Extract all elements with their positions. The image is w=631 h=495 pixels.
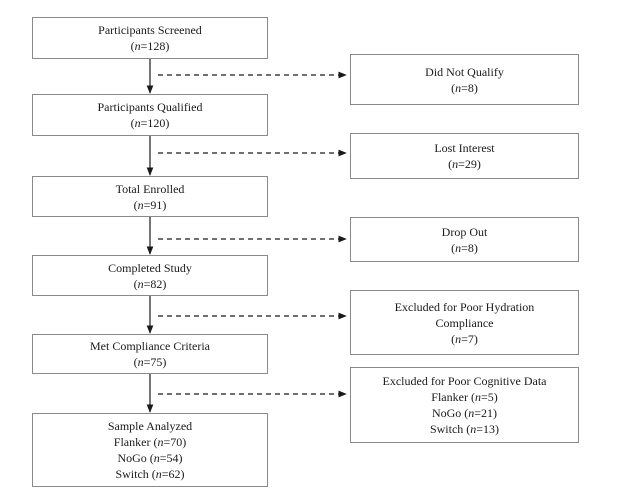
box-title-line2: Compliance [435,315,494,330]
box-title-line1: Excluded for Poor Hydration [394,299,535,314]
box-count: (n=8) [451,240,478,255]
box-title: Lost Interest [434,141,495,155]
box-title: Participants Screened [98,23,202,37]
box-lost-interest: Lost Interest (n=29) [350,133,579,179]
box-count: (n=120) [130,116,170,130]
box-title: Completed Study [108,260,192,275]
box-total-enrolled: Total Enrolled (n=91) [32,176,268,217]
box-participants-qualified: Participants Qualified (n=120) [32,94,268,136]
box-drop-out: Drop Out (n=8) [350,217,579,262]
count-nogo: NoGo (n=54) [117,451,183,465]
box-title: Excluded for Poor Cognitive Data [382,374,547,388]
box-title: Drop Out [441,224,488,239]
box-count: (n=75) [133,355,167,369]
box-met-compliance: Met Compliance Criteria (n=75) [32,334,268,374]
count-flanker: Flanker (n=70) [113,435,187,449]
box-count: (n=91) [133,197,167,212]
box-count: (n=128) [130,39,170,53]
box-count: (n=29) [448,157,481,171]
box-title: Met Compliance Criteria [90,339,210,353]
box-excluded-cognitive: Excluded for Poor Cognitive Data Flanker… [350,367,579,443]
box-count: (n=7) [451,331,478,346]
box-completed-study: Completed Study (n=82) [32,255,268,296]
count-switch: Switch (n=13) [429,422,500,436]
box-participants-screened: Participants Screened (n=128) [32,17,268,59]
box-count: (n=8) [451,80,478,95]
count-flanker: Flanker (n=5) [431,390,498,404]
box-title: Total Enrolled [115,181,185,196]
box-did-not-qualify: Did Not Qualify (n=8) [350,54,579,105]
box-sample-analyzed: Sample Analyzed Flanker (n=70) NoGo (n=5… [32,413,268,487]
box-title: Did Not Qualify [425,64,504,79]
count-nogo: NoGo (n=21) [431,406,498,420]
box-title: Participants Qualified [97,100,203,114]
count-switch: Switch (n=62) [115,467,185,481]
box-count: (n=82) [133,276,167,291]
box-excluded-hydration: Excluded for Poor Hydration Compliance (… [350,290,579,355]
box-title: Sample Analyzed [107,419,193,433]
